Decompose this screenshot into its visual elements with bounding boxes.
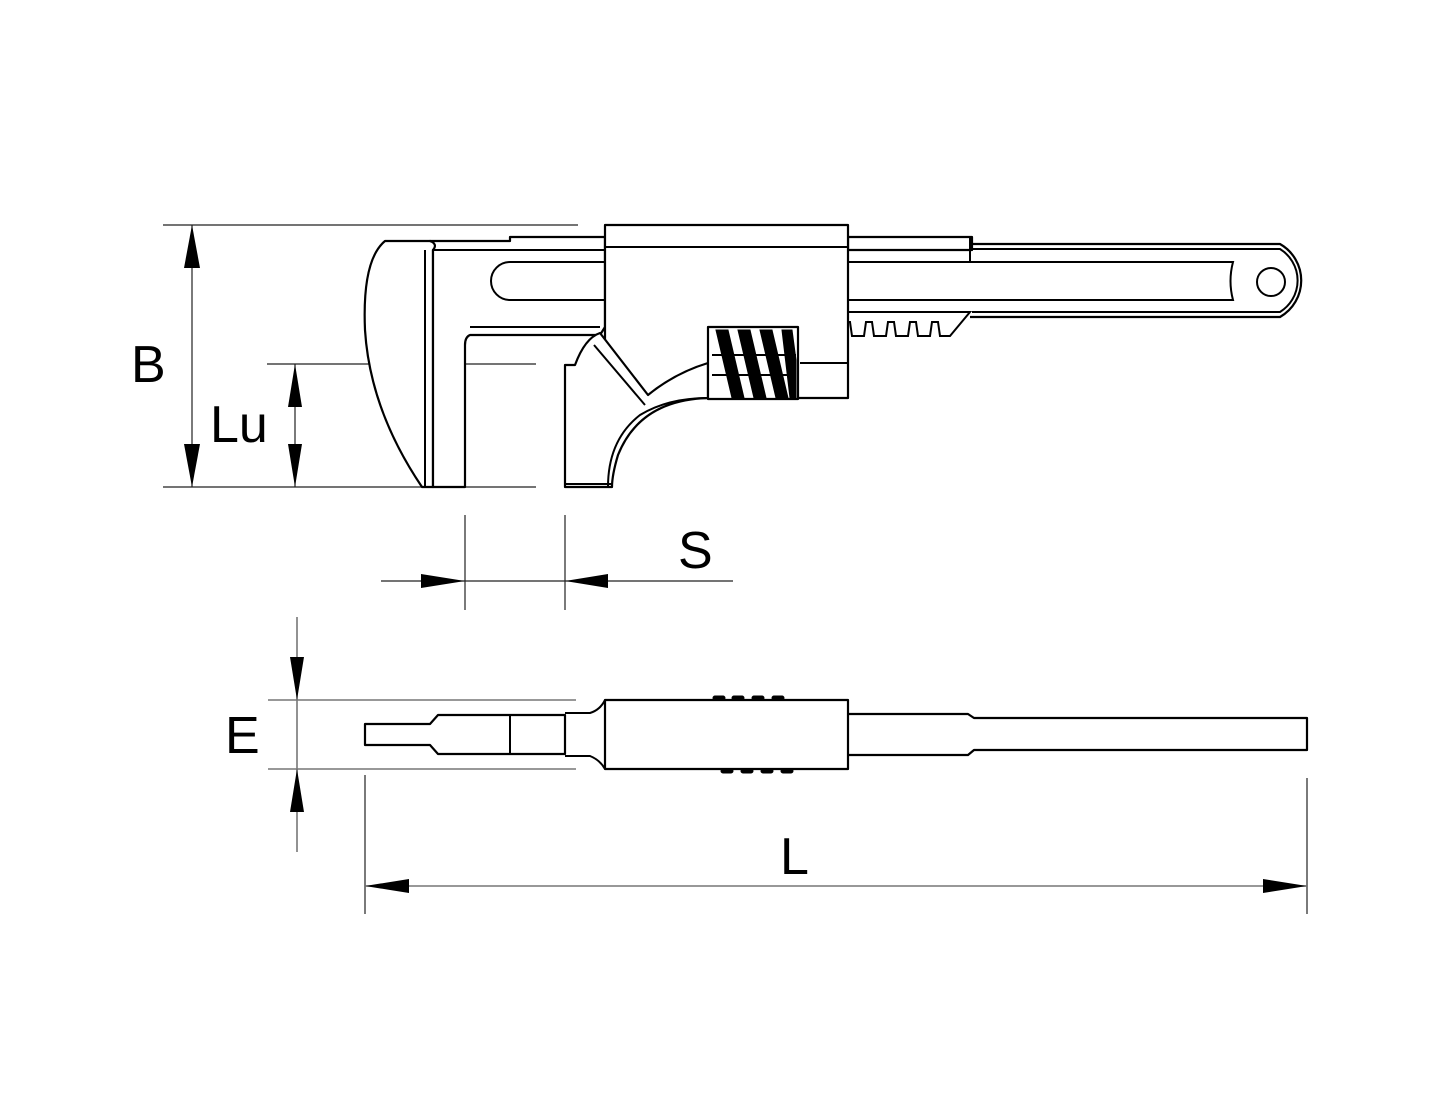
top-view-jaw-tip <box>363 713 567 756</box>
arrow-down-icon <box>290 657 304 700</box>
dimension-label-l: L <box>780 828 809 886</box>
hanging-hole <box>1256 267 1286 297</box>
top-view-neck <box>565 699 606 770</box>
top-view-worm-ridges <box>712 695 794 774</box>
side-view: B Lu <box>131 223 1303 489</box>
arrow-left-icon <box>565 574 608 588</box>
dimension-label-lu: Lu <box>210 396 268 454</box>
handle-inner-outline <box>972 248 1299 313</box>
handle <box>970 242 1303 319</box>
arrow-up-icon <box>290 769 304 812</box>
handle-groove <box>972 261 1235 301</box>
arrow-up-icon <box>288 364 302 407</box>
arrow-up-icon <box>184 225 200 268</box>
top-view-handle <box>848 712 1309 757</box>
top-view: E L <box>225 617 1309 914</box>
s-dimension: S <box>381 515 733 610</box>
arrow-right-icon <box>421 574 465 588</box>
head-slot <box>490 261 605 301</box>
arrow-down-icon <box>288 444 302 487</box>
moving-jaw-bevel <box>593 344 646 406</box>
upper-bar-rail <box>846 235 974 252</box>
moving-jaw-inner-arc <box>607 397 709 488</box>
dimension-label-b: B <box>131 336 166 394</box>
arrow-down-icon <box>184 444 200 487</box>
arrow-left-icon <box>365 879 409 893</box>
top-view-sliding-block <box>603 698 850 771</box>
rack-teeth <box>848 311 973 337</box>
dimension-label-e: E <box>225 707 260 765</box>
arrow-right-icon <box>1263 879 1307 893</box>
dimension-label-s: S <box>678 522 713 580</box>
